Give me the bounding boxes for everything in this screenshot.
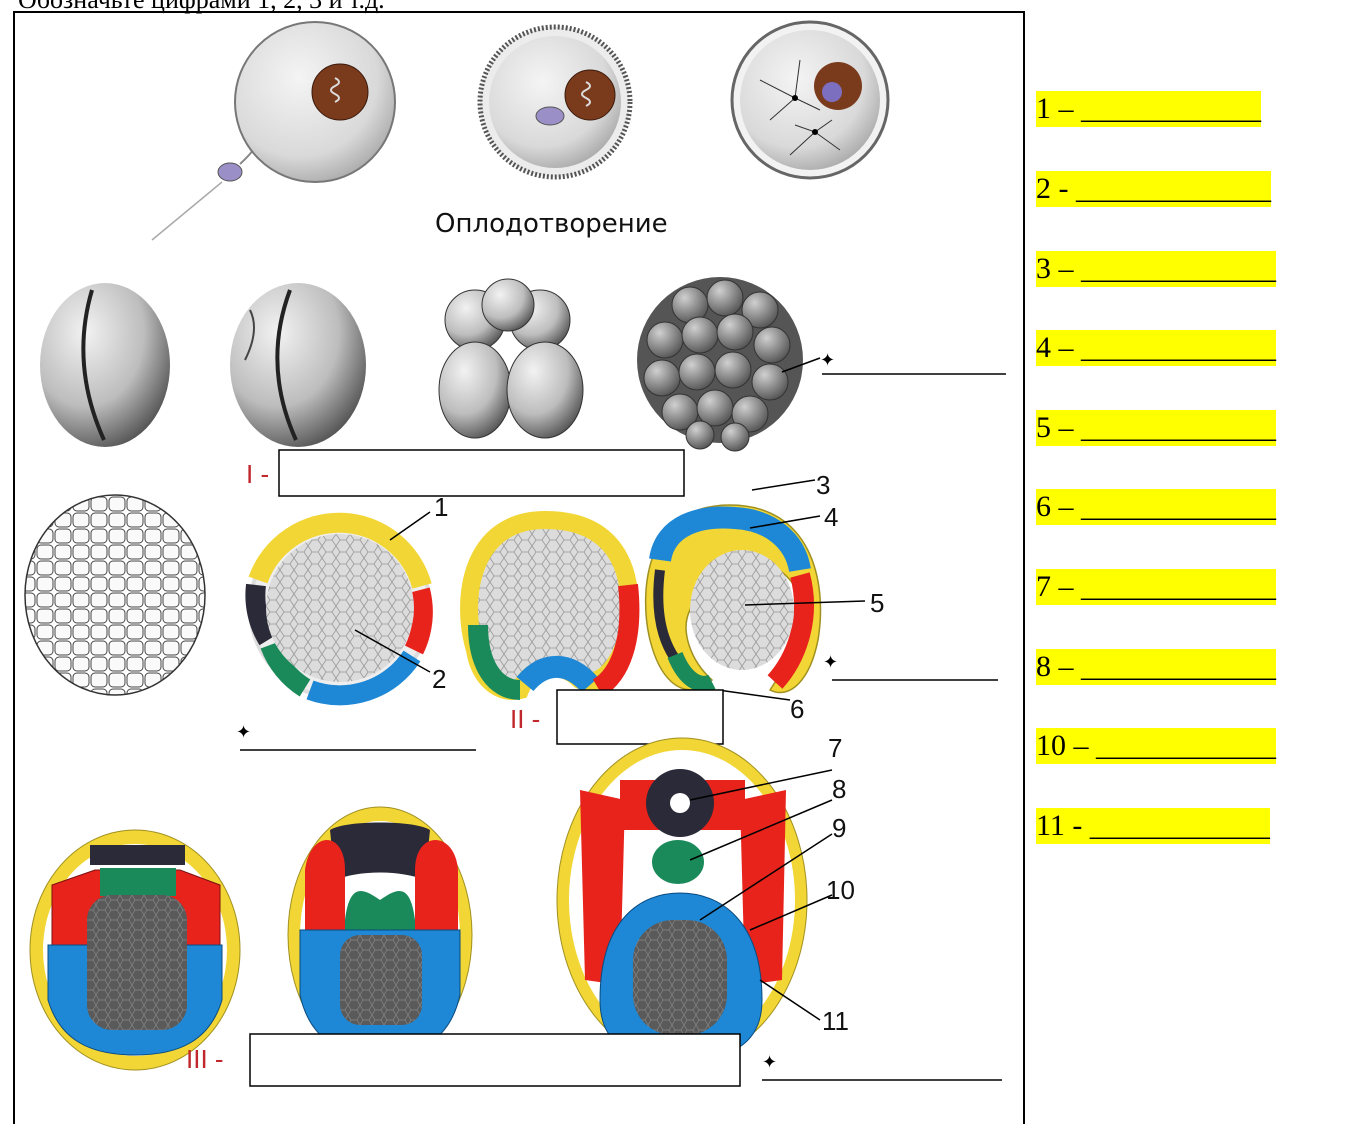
- part-number-2: 2: [432, 664, 446, 694]
- answer-marker-4: ✦: [762, 1052, 777, 1072]
- answer-3[interactable]: 3 – _____________: [1036, 251, 1276, 287]
- answer-marker-3: ✦: [236, 722, 251, 742]
- part-number-5: 5: [870, 588, 884, 618]
- answer-marker-1: ✦: [820, 350, 835, 370]
- stage-3-answer-box[interactable]: [250, 1034, 740, 1086]
- part-number-3: 3: [816, 470, 830, 500]
- blastula-exterior: [25, 495, 205, 695]
- answer-7[interactable]: 7 – _____________: [1036, 569, 1276, 605]
- answer-column: 1 – ____________ 2 - _____________ 3 – _…: [1022, 11, 1351, 1122]
- stage-label-3: III -: [186, 1044, 224, 1074]
- early-gastrula: [469, 520, 630, 691]
- neurula-middle: [288, 807, 472, 1063]
- part-number-4: 4: [824, 502, 838, 532]
- stage-1-answer-box[interactable]: [279, 450, 684, 496]
- stage-2-answer-box[interactable]: [557, 690, 723, 744]
- answer-4[interactable]: 4 – _____________: [1036, 330, 1276, 366]
- part-number-7: 7: [828, 733, 842, 763]
- stage-label-2: II -: [510, 704, 540, 734]
- part-number-6: 6: [790, 694, 804, 724]
- fertilization-stage-2: [480, 27, 630, 177]
- part-number-10: 10: [826, 875, 855, 905]
- fertilization-stage-3: [732, 22, 888, 178]
- part-number-8: 8: [832, 774, 846, 804]
- morula: [637, 277, 820, 451]
- fertilization-caption: Оплодотворение: [435, 209, 668, 239]
- answer-11[interactable]: 11 - ____________: [1036, 808, 1270, 844]
- fertilization-stage-1: [152, 22, 395, 240]
- cleavage-8-cells: [439, 279, 583, 438]
- cleavage-4-cells: [230, 283, 366, 447]
- answer-6[interactable]: 6 – _____________: [1036, 489, 1276, 525]
- answer-10[interactable]: 10 – ____________: [1036, 728, 1276, 764]
- part-number-11: 11: [822, 1006, 849, 1036]
- part-number-9: 9: [832, 813, 846, 843]
- blastula-section: [250, 512, 430, 698]
- stage-label-1: I -: [246, 459, 269, 489]
- answer-marker-2: ✦: [823, 652, 838, 672]
- answer-5[interactable]: 5 – _____________: [1036, 410, 1276, 446]
- answer-2[interactable]: 2 - _____________: [1036, 171, 1271, 207]
- neurula-early: [30, 830, 240, 1070]
- answer-8[interactable]: 8 – _____________: [1036, 649, 1276, 685]
- part-number-1: 1: [434, 492, 448, 522]
- embryology-diagram: Оплодотворение ✦ I -: [0, 0, 1022, 1122]
- answer-1[interactable]: 1 – ____________: [1036, 91, 1261, 127]
- cleavage-2-cells: [40, 283, 170, 447]
- neurula-late: [557, 738, 832, 1062]
